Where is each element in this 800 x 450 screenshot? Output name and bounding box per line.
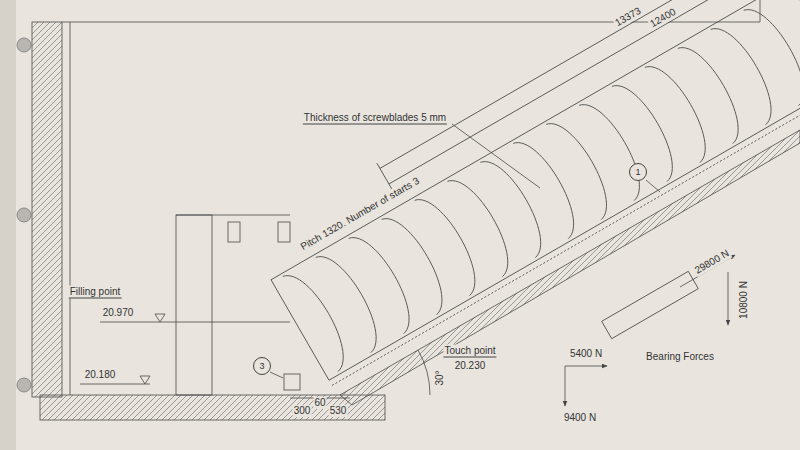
screw-blade xyxy=(513,133,586,239)
level-value: 20.970 xyxy=(102,307,135,319)
force-value: 29800 N xyxy=(692,247,732,277)
screw-blade xyxy=(645,57,718,163)
leader-line xyxy=(270,372,283,378)
lower-bearing xyxy=(284,374,300,390)
screw-blade xyxy=(711,19,784,125)
floor-section xyxy=(40,395,385,420)
dimension-label: 300 xyxy=(293,405,312,417)
level-name: Filling point xyxy=(69,286,122,299)
screw-blade xyxy=(777,0,800,87)
level-symbol xyxy=(140,376,150,384)
callout-number: 3 xyxy=(259,361,264,371)
leader-line xyxy=(452,124,540,188)
screw-blade xyxy=(447,171,520,277)
trough-liner xyxy=(332,25,800,385)
screw-end xyxy=(271,280,329,380)
dimension-label: 530 xyxy=(329,405,348,417)
callout-circle: 3 xyxy=(253,357,271,375)
level-symbol xyxy=(155,314,165,322)
screw-blade xyxy=(579,95,652,201)
force-arrow xyxy=(728,272,729,325)
column-square xyxy=(278,222,290,242)
dimension-tick xyxy=(377,163,392,189)
screw-blade xyxy=(612,76,685,182)
force-arrow xyxy=(565,366,566,406)
screw-blade xyxy=(480,152,553,258)
screw-blade xyxy=(546,114,619,220)
note-text: Pitch 1320. Number of starts 3 xyxy=(298,175,423,254)
stoplog-frame xyxy=(176,215,212,395)
angle-arc xyxy=(418,350,430,395)
callout-circle: 1 xyxy=(629,163,647,181)
dimension-label: 12400 xyxy=(647,5,679,30)
callout-number: 1 xyxy=(635,167,640,177)
screw-blade xyxy=(678,38,751,144)
column-square xyxy=(228,222,240,242)
level-name: Touch point xyxy=(443,345,496,358)
screw-blade xyxy=(382,209,455,315)
archimedes-screw xyxy=(247,0,800,385)
trough-section xyxy=(340,130,800,405)
force-value: 5400 N xyxy=(569,348,603,360)
dimension-label: 60 xyxy=(313,397,326,409)
screw-blade xyxy=(744,0,800,106)
dimension-line xyxy=(380,0,800,168)
level-line xyxy=(80,384,150,385)
screw-blade xyxy=(283,266,356,372)
screw-blade xyxy=(415,190,488,296)
water-level-line xyxy=(100,322,290,323)
binder-edge xyxy=(0,0,16,450)
dimension-line xyxy=(389,0,800,184)
wall-line xyxy=(70,22,71,395)
screw-blade xyxy=(349,228,422,334)
screw-envelope xyxy=(329,20,800,380)
force-arrow xyxy=(565,366,607,367)
dimension-label: 13373 xyxy=(612,5,644,30)
note-text: Thickness of screwblades 5 mm xyxy=(303,112,447,125)
level-value: 20.230 xyxy=(454,360,487,372)
upper-bearing xyxy=(602,271,699,338)
heading-label: Bearing Forces xyxy=(645,351,715,363)
force-value: 10800 N xyxy=(738,280,750,320)
sheet-border xyxy=(760,0,761,22)
level-value: 20.180 xyxy=(84,369,117,381)
screw-blade xyxy=(316,247,389,353)
angle-label: 30° xyxy=(434,369,446,386)
force-value: 9400 N xyxy=(563,412,597,424)
wall-section xyxy=(32,22,62,397)
binder-rings xyxy=(17,38,31,392)
